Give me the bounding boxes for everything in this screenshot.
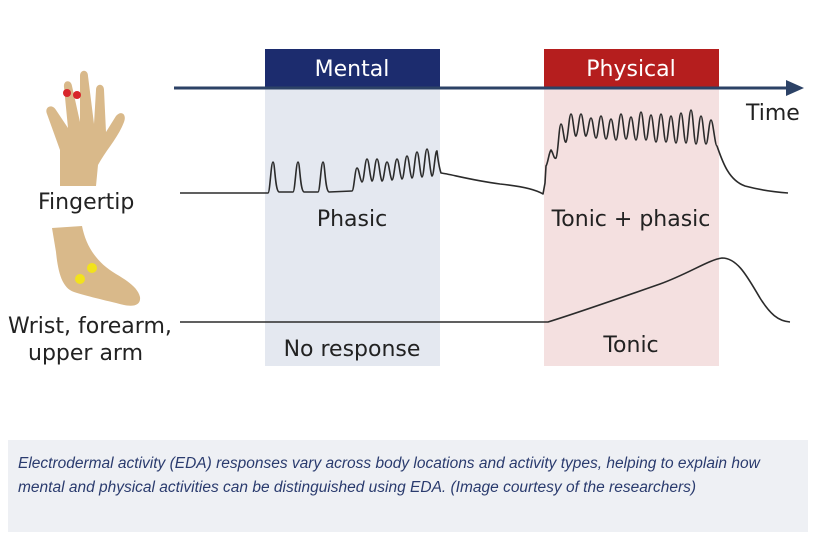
mental-panel [265,86,440,366]
mental-header [265,49,440,87]
label-tonic-phasic: Tonic + phasic [551,207,711,232]
fingertip-sensor [63,89,71,97]
figure-caption: Electrodermal activity (EDA) responses v… [18,455,760,496]
row-label-wrist: Wrist, forearm, [8,314,172,339]
wrist-eda-trace [180,257,791,323]
time-axis-label: Time [745,101,800,126]
arm-sensor [75,274,85,284]
arm-sensor [87,263,97,273]
row-label-fingertip: Fingertip [38,190,134,215]
forearm-icon [52,226,141,306]
caption-box: Electrodermal activity (EDA) responses v… [8,440,808,532]
label-tonic: Tonic [602,333,658,358]
row-label-upper-arm: upper arm [28,341,143,366]
hand-icon [46,70,125,186]
mental-header-label: Mental [315,57,390,82]
fingertip-sensor [73,91,81,99]
physical-header [544,49,719,87]
eda-diagram: Mental Physical Time Fingertip Wrist, fo… [8,49,804,366]
label-phasic: Phasic [317,207,387,232]
label-no-response: No response [284,337,421,362]
physical-panel [544,86,719,366]
time-axis-arrowhead [786,80,804,96]
fingertip-eda-trace [180,109,789,195]
physical-header-label: Physical [586,57,676,82]
